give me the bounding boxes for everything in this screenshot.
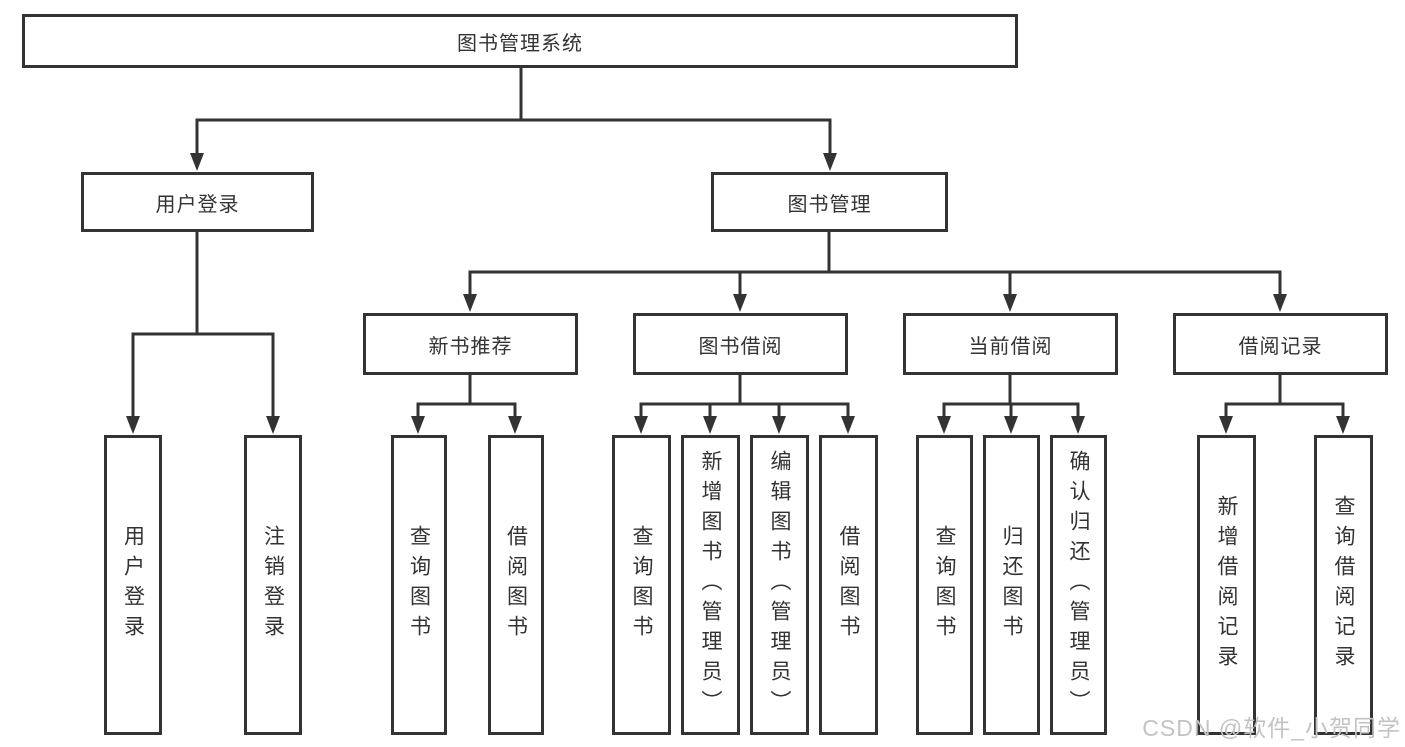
- leaf-return-books-label: 归还图书: [1000, 525, 1023, 645]
- leaf-add-books: 新增图书（管理员）: [681, 435, 740, 735]
- leaf-borrow-books-borrow: 借阅图书: [819, 435, 878, 735]
- leaf-edit-books-label: 编辑图书（管理员）: [768, 450, 791, 720]
- leaf-query-borrow-record: 查询借阅记录: [1314, 435, 1373, 735]
- node-new-book-rec-label: 新书推荐: [428, 335, 513, 358]
- leaf-add-books-label: 新增图书（管理员）: [699, 450, 722, 720]
- node-book-mgmt: 图书管理: [711, 172, 948, 232]
- leaf-query-books-current-label: 查询图书: [933, 525, 956, 645]
- csdn-watermark: CSDN @软件_小贺同学: [1142, 715, 1401, 741]
- node-user-login: 用户登录: [81, 172, 314, 232]
- leaf-query-books-rec-label: 查询图书: [407, 525, 431, 645]
- node-current-borrow: 当前借阅: [903, 313, 1118, 375]
- leaf-query-books-borrow: 查询图书: [612, 435, 671, 735]
- arrowheads: [126, 153, 1350, 434]
- leaf-logout: 注销登录: [244, 435, 302, 735]
- node-user-login-label: 用户登录: [155, 193, 240, 216]
- leaf-query-books-rec: 查询图书: [391, 435, 447, 735]
- leaf-user-login-label: 用户登录: [121, 525, 145, 645]
- leaf-query-borrow-record-label: 查询借阅记录: [1332, 495, 1355, 675]
- node-root-label: 图书管理系统: [457, 32, 583, 55]
- leaf-query-books-borrow-label: 查询图书: [630, 525, 653, 645]
- leaf-add-borrow-record: 新增借阅记录: [1197, 435, 1256, 735]
- node-borrow-records-label: 借阅记录: [1238, 335, 1323, 358]
- leaf-return-books: 归还图书: [983, 435, 1040, 735]
- node-book-borrow: 图书借阅: [633, 313, 848, 375]
- leaf-confirm-return: 确认归还（管理员）: [1050, 435, 1107, 735]
- node-current-borrow-label: 当前借阅: [968, 335, 1053, 358]
- node-book-mgmt-label: 图书管理: [787, 193, 872, 216]
- leaf-edit-books: 编辑图书（管理员）: [750, 435, 809, 735]
- leaf-borrow-books-borrow-label: 借阅图书: [837, 525, 860, 645]
- leaf-query-books-current: 查询图书: [916, 435, 973, 735]
- leaf-confirm-return-label: 确认归还（管理员）: [1067, 450, 1090, 720]
- node-new-book-rec: 新书推荐: [363, 313, 578, 375]
- leaf-logout-label: 注销登录: [261, 525, 285, 645]
- leaf-borrow-books-rec-label: 借阅图书: [504, 525, 528, 645]
- leaf-add-borrow-record-label: 新增借阅记录: [1215, 495, 1238, 675]
- node-borrow-records: 借阅记录: [1173, 313, 1388, 375]
- leaf-borrow-books-rec: 借阅图书: [488, 435, 544, 735]
- node-root: 图书管理系统: [22, 14, 1018, 68]
- node-book-borrow-label: 图书借阅: [698, 335, 783, 358]
- leaf-user-login: 用户登录: [104, 435, 162, 735]
